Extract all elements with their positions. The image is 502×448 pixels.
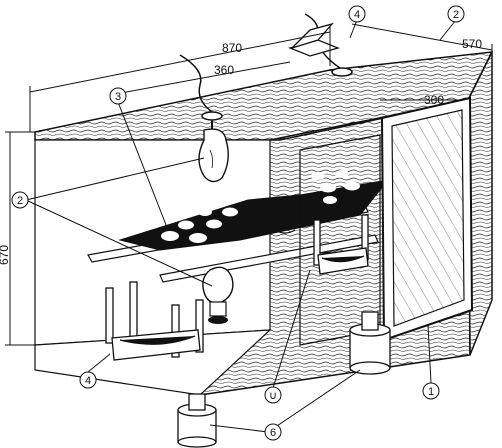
lamp-bulb-top [198,118,229,183]
callout-leaders [25,19,457,433]
leg-jar-right [349,311,391,375]
callout-lamps: 2 [17,195,23,207]
dim-lamp-spacing-label: 360 [214,63,234,77]
glass-door [380,96,474,342]
lamp-bulb-bottom [202,266,234,324]
dimension-lines [5,23,493,346]
top-vent [287,22,341,57]
callout-circles [11,5,465,441]
turning-frame-right [313,214,369,275]
wire-left [179,54,223,121]
egg-tray [118,179,390,251]
dim-door-width-label: 300 [424,93,444,107]
callout-handle-inner: ∪ [269,390,277,402]
egg-tray-holes [161,170,360,243]
callout-door-top: 2 [453,9,459,21]
callout-legs: 6 [270,427,276,439]
callout-vent-top: 4 [354,9,360,21]
dim-depth-label: 570 [462,37,482,51]
turning-frame-left [105,281,204,361]
leg-jar-left [177,393,217,448]
callout-door-glass: 1 [428,386,434,398]
callout-vent-bottom: 4 [85,375,91,387]
dim-height-label: 670 [0,245,11,265]
callout-tray: 3 [115,91,121,103]
dim-length-label: 870 [222,41,242,55]
